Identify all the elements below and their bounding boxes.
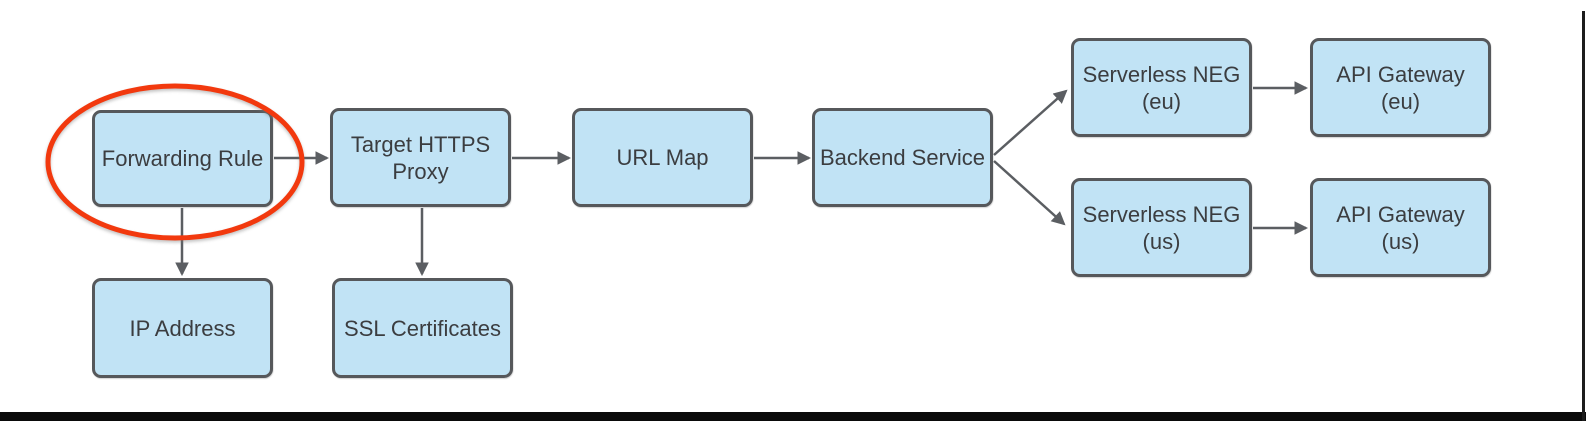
edge-backend-service-to-serverless-neg-us (993, 160, 1066, 226)
node-api-gateway-us: API Gateway(us) (1310, 178, 1491, 277)
node-ip-address: IP Address (92, 278, 273, 378)
node-label: URL Map (616, 145, 709, 170)
node-label: Forwarding Rule (101, 146, 264, 171)
node-label: Serverless NEG (1082, 61, 1241, 87)
node-label: Proxy (392, 158, 449, 184)
node-label: API Gateway (1336, 61, 1465, 87)
edge-backend-service-to-serverless-neg-eu (993, 89, 1068, 156)
window-frame-right (1582, 11, 1585, 421)
node-forwarding-rule: Forwarding Rule (92, 110, 273, 207)
node-backend-service: Backend Service (812, 108, 993, 207)
node-url-map: URL Map (572, 108, 753, 207)
node-label: (eu) (1141, 88, 1182, 114)
window-frame-bottom (0, 412, 1586, 421)
node-label: Target HTTPS (350, 131, 491, 157)
node-label: Serverless NEG (1082, 201, 1241, 227)
node-label: (us) (1381, 228, 1420, 254)
node-serverless-neg-us: Serverless NEG(us) (1071, 178, 1252, 277)
node-label: SSL Certificates (344, 315, 501, 341)
node-label: API Gateway (1336, 201, 1465, 227)
node-label: Backend Service (819, 145, 986, 170)
node-ssl-certificates: SSL Certificates (332, 278, 513, 378)
node-label: (eu) (1380, 88, 1421, 114)
node-api-gateway-eu: API Gateway(eu) (1310, 38, 1491, 137)
node-label: IP Address (129, 315, 236, 341)
node-label: (us) (1142, 228, 1181, 254)
node-serverless-neg-eu: Serverless NEG(eu) (1071, 38, 1252, 137)
